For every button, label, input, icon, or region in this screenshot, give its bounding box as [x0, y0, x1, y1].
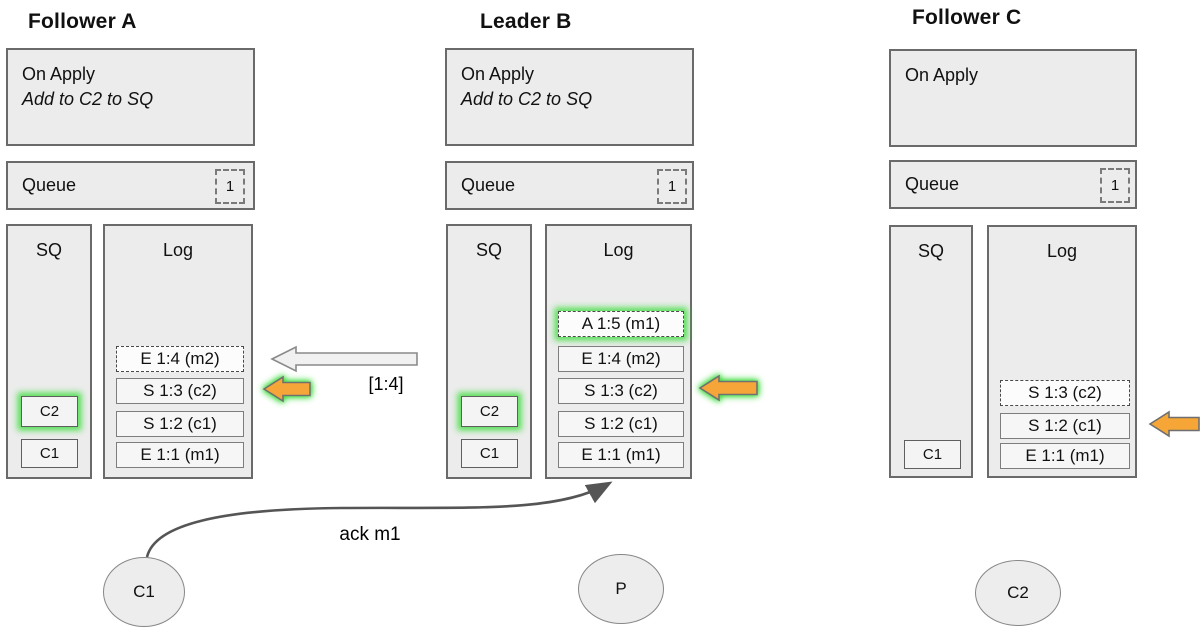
log-box-a: Log E 1:4 (m2) S 1:3 (c2) S 1:2 (c1) E 1… [103, 224, 253, 479]
sq-box-b: SQ C2 C1 [446, 224, 532, 479]
on-apply-label: On Apply [905, 65, 979, 85]
log-label: Log [1046, 241, 1078, 261]
replication-range-label: [1:4] [368, 374, 404, 394]
replicate-left-arrow-icon [270, 345, 418, 373]
log-entry: E 1:1 (m1) [1000, 443, 1130, 469]
on-apply-rule: Add to C2 to SQ [461, 89, 593, 109]
log-entry: S 1:2 (c1) [116, 411, 244, 437]
queue-box-c: Queue 1 [889, 160, 1137, 209]
queue-label: Queue [461, 175, 516, 195]
node-title-leader-b: Leader B [480, 10, 572, 33]
sq-item-c1: C1 [21, 439, 78, 468]
log-label: Log [603, 240, 634, 260]
sq-item-c1: C1 [461, 439, 518, 468]
queue-count-badge: 1 [1100, 168, 1130, 203]
on-apply-box-c: On Apply [889, 49, 1137, 147]
sq-item-c2: C2 [21, 396, 78, 427]
sq-label: SQ [917, 241, 944, 261]
on-apply-label: On Apply [461, 64, 535, 84]
client-circle-c2: C2 [975, 560, 1061, 626]
log-entry: S 1:3 (c2) [1000, 380, 1130, 406]
log-entry: E 1:1 (m1) [116, 442, 244, 468]
apply-pointer-arrow-b-icon [698, 374, 758, 402]
queue-box-b: Queue 1 [445, 161, 694, 210]
log-entry: S 1:3 (c2) [558, 378, 684, 404]
sq-item-c2: C2 [461, 396, 518, 427]
process-circle-p: P [578, 554, 664, 624]
log-entry: E 1:4 (m2) [116, 346, 244, 372]
node-title-follower-a: Follower A [28, 10, 137, 33]
queue-label: Queue [905, 174, 960, 194]
log-box-c: Log S 1:3 (c2) S 1:2 (c1) E 1:1 (m1) [987, 225, 1137, 478]
log-entry: S 1:2 (c1) [558, 411, 684, 437]
client-circle-c1: C1 [103, 557, 185, 627]
log-box-b: Log A 1:5 (m1) E 1:4 (m2) S 1:3 (c2) S 1… [545, 224, 692, 479]
ack-label: ack m1 [339, 524, 401, 545]
node-title-follower-c: Follower C [912, 6, 1022, 29]
on-apply-label: On Apply [22, 64, 96, 84]
apply-pointer-arrow-a-icon [262, 375, 311, 403]
queue-count-badge: 1 [215, 169, 245, 204]
on-apply-box-b: On Apply Add to C2 to SQ [445, 48, 694, 146]
log-entry: E 1:1 (m1) [558, 442, 684, 468]
sq-label: SQ [475, 240, 502, 260]
ack-curve-arrow-icon [145, 481, 613, 558]
log-entry: A 1:5 (m1) [558, 311, 684, 337]
log-label: Log [162, 240, 194, 260]
sq-box-c: SQ C1 [889, 225, 973, 478]
queue-label: Queue [22, 175, 77, 195]
log-entry: S 1:3 (c2) [116, 378, 244, 404]
queue-box-a: Queue 1 [6, 161, 255, 210]
sq-label: SQ [35, 240, 62, 260]
on-apply-box-a: On Apply Add to C2 to SQ [6, 48, 255, 146]
on-apply-rule: Add to C2 to SQ [22, 89, 154, 109]
queue-count-badge: 1 [657, 169, 687, 204]
log-entry: E 1:4 (m2) [558, 346, 684, 372]
log-entry: S 1:2 (c1) [1000, 413, 1130, 439]
sq-box-a: SQ C2 C1 [6, 224, 92, 479]
sq-item-c1: C1 [904, 440, 961, 469]
apply-pointer-arrow-c-icon [1148, 410, 1200, 438]
